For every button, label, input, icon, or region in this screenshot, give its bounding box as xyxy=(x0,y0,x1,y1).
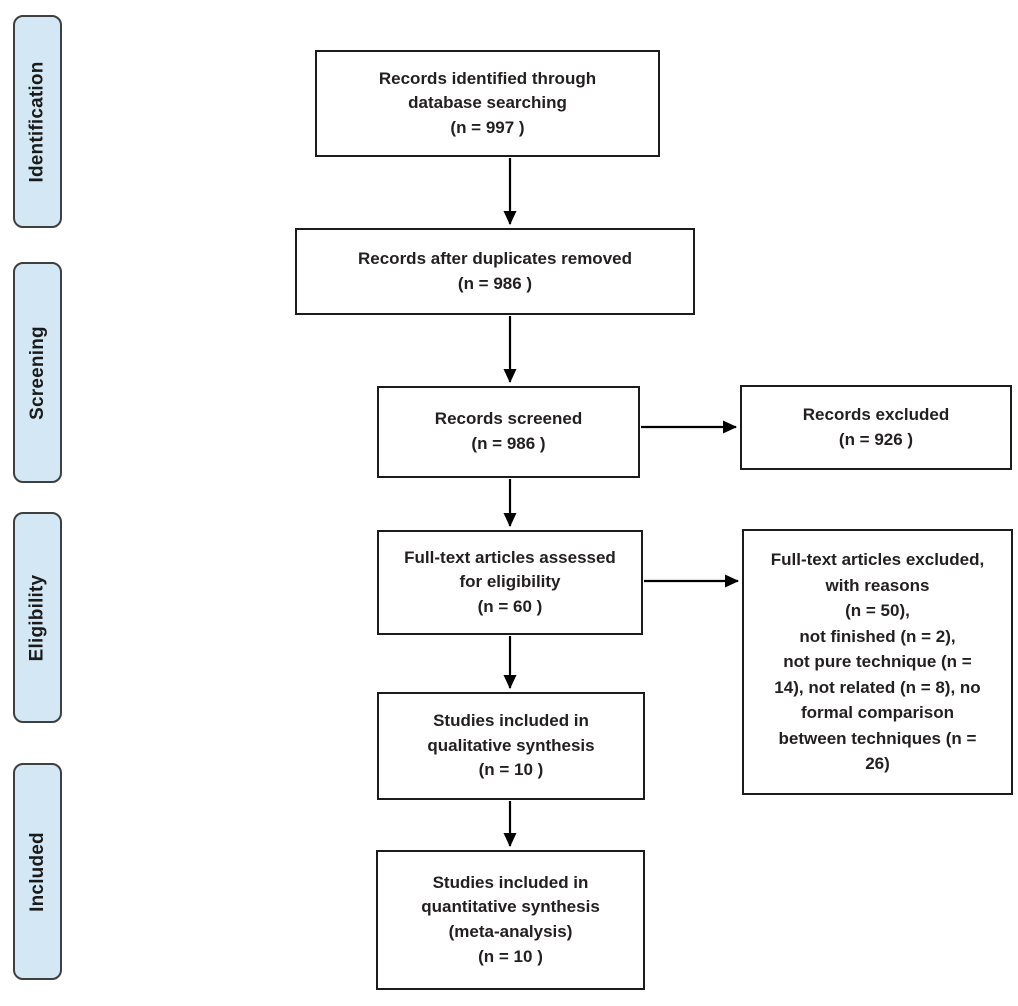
box-records-identified: Records identified through database sear… xyxy=(315,50,660,157)
stage-label-text: Eligibility xyxy=(26,574,48,661)
box-fulltext-excluded-with-reasons: Full-text articles excluded, with reason… xyxy=(742,529,1013,795)
stage-label-text: Identification xyxy=(26,60,48,183)
stage-label-eligibility: Eligibility xyxy=(13,512,62,723)
box-qualitative-synthesis: Studies included in qualitative synthesi… xyxy=(377,692,645,800)
box-fulltext-assessed: Full-text articles assessed for eligibil… xyxy=(377,530,643,635)
stage-label-screening: Screening xyxy=(13,262,62,483)
box-records-after-duplicates-removed: Records after duplicates removed (n = 98… xyxy=(295,228,695,315)
stage-label-text: Screening xyxy=(26,325,48,420)
box-records-screened: Records screened (n = 986 ) xyxy=(377,386,640,478)
box-records-excluded: Records excluded (n = 926 ) xyxy=(740,385,1012,470)
stage-label-text: Included xyxy=(26,831,48,912)
box-quantitative-synthesis: Studies included in quantitative synthes… xyxy=(376,850,645,990)
stage-label-identification: Identification xyxy=(13,15,62,228)
stage-label-included: Included xyxy=(13,763,62,980)
